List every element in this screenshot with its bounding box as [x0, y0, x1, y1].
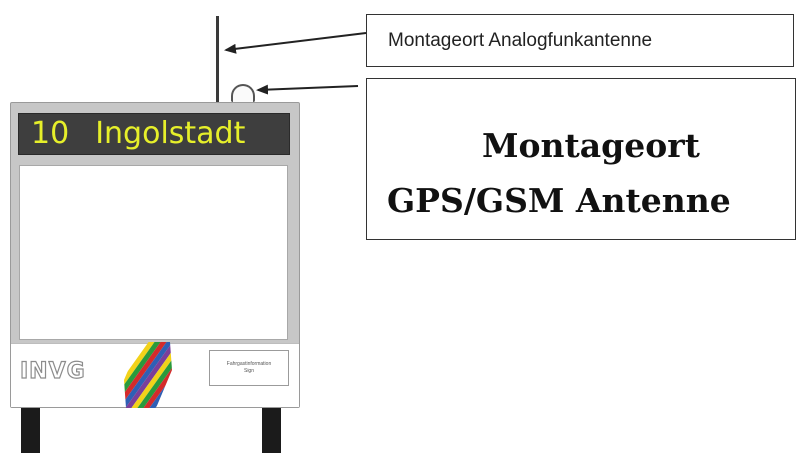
striped-logo-graphic — [124, 342, 172, 408]
gps-antenna-label-line2: GPS/GSM Antenne — [387, 181, 731, 220]
display-panel — [19, 165, 288, 340]
line-number: 10 — [31, 116, 70, 151]
logo-stripe — [136, 342, 172, 408]
analog-antenna-arrow — [224, 32, 367, 54]
analog-antenna-mast — [216, 16, 219, 106]
gps-antenna-arrow — [256, 84, 359, 95]
analog-antenna-label: Montageort Analogfunkantenne — [388, 29, 653, 51]
logo-stripe — [124, 342, 168, 408]
logo-stripe — [124, 342, 162, 408]
info-label-box: Fahrgastinformation Sign — [209, 350, 289, 386]
gps-gsm-antenna-dome — [231, 84, 255, 102]
analog-antenna-callout: Montageort Analogfunkantenne — [366, 14, 794, 67]
logo-stripe — [130, 342, 172, 408]
logo-stripe — [124, 342, 172, 408]
gps-antenna-label-line1: Montageort — [482, 126, 700, 165]
right-support-leg — [262, 408, 281, 453]
invg-logo: INVG — [19, 359, 86, 384]
destination-name: Ingolstadt — [95, 116, 246, 151]
logo-stripe — [124, 342, 172, 408]
logo-stripe — [124, 342, 156, 408]
label-line-2: Sign — [243, 368, 254, 374]
logo-stripe — [148, 342, 172, 408]
destination-display: 10 Ingolstadt — [18, 113, 290, 155]
gps-antenna-callout: Montageort GPS/GSM Antenne — [366, 78, 796, 240]
left-support-leg — [21, 408, 40, 453]
label-line-1: Fahrgastinformation — [226, 361, 272, 367]
